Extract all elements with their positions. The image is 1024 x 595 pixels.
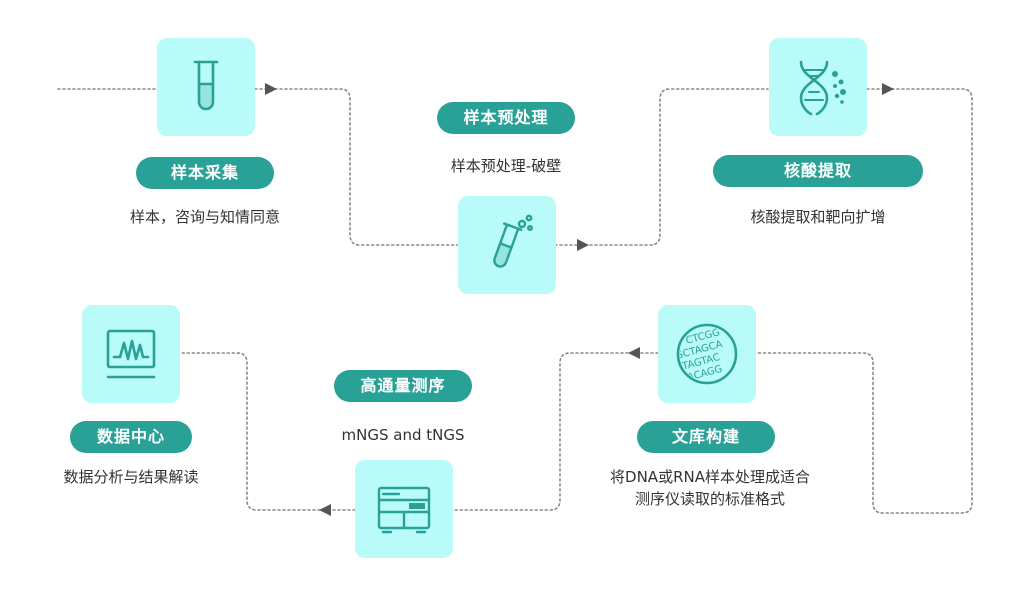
arrowhead-4 — [628, 347, 640, 359]
dna-helix-icon — [799, 60, 846, 116]
test-tube-icon — [193, 60, 219, 111]
sequencer-icon — [377, 486, 431, 534]
step-desc-library: 将DNA或RNA样本处理成适合 测序仪读取的标准格式 — [580, 466, 840, 510]
extraction-icon-box — [769, 38, 867, 136]
sequencing-icon-box — [355, 460, 453, 558]
step-desc-sequencing: mNGS and tNGS — [341, 426, 465, 444]
connector-sequencing-to-datacenter — [180, 352, 356, 511]
step-desc-pretreatment: 样本预处理-破壁 — [450, 157, 562, 175]
connector-extraction-to-library — [754, 88, 973, 514]
tilted-tube-icon — [493, 214, 534, 268]
step-desc-library-line-1: 将DNA或RNA样本处理成适合 — [610, 468, 810, 486]
data-center-icon-box — [82, 305, 180, 403]
arrowhead-1 — [265, 83, 277, 95]
connector-library-to-sequencing — [451, 352, 659, 511]
step-title-extraction: 核酸提取 — [713, 155, 923, 187]
arrowhead-3 — [882, 83, 894, 95]
step-desc-library-line-2: 测序仪读取的标准格式 — [634, 490, 785, 508]
arrowhead-5 — [319, 504, 331, 516]
step-title-data-center: 数据中心 — [70, 421, 192, 453]
step-title-sample-collection: 样本采集 — [136, 157, 274, 189]
step-desc-data-center: 数据分析与结果解读 — [63, 468, 199, 486]
arrowhead-2 — [577, 239, 589, 251]
step-desc-extraction: 核酸提取和靶向扩增 — [750, 208, 886, 226]
step-title-pretreatment: 样本预处理 — [437, 102, 575, 134]
sequence-disc-icon: CTCGG GCTAGCA TAGTAC ACAGG — [674, 323, 738, 385]
connector-pretreatment-to-extraction — [554, 88, 769, 246]
step-title-sequencing: 高通量测序 — [334, 370, 472, 402]
step-desc-sample-collection: 样本，咨询与知情同意 — [129, 208, 280, 226]
sample-collection-icon-box — [157, 38, 255, 136]
connector-collection-to-pretreatment — [254, 88, 459, 246]
library-icon-box: CTCGG GCTAGCA TAGTAC ACAGG — [658, 305, 756, 403]
step-title-library: 文库构建 — [637, 421, 775, 453]
pretreatment-icon-box — [458, 196, 556, 294]
monitor-chart-icon — [106, 329, 156, 379]
